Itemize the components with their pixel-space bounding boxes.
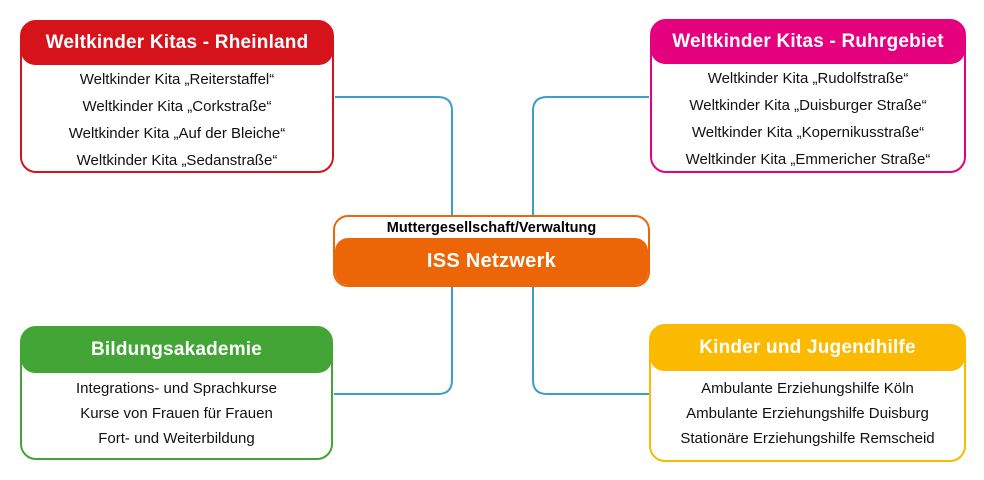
node-kinder-und-jugendhilfe: Kinder und Jugendhilfe Ambulante Erziehu… [649, 324, 966, 462]
list-item: Fort- und Weiterbildung [98, 429, 255, 447]
center-node-title: ISS Netzwerk [335, 238, 648, 285]
node-title: Bildungsakademie [21, 327, 332, 373]
list-item: Weltkinder Kita „Rudolfstraße“ [707, 70, 909, 87]
node-item-list: Weltkinder Kita „Reiterstaffel“ Weltkind… [22, 64, 332, 180]
node-item-list: Weltkinder Kita „Rudolfstraße“ Weltkinde… [652, 63, 964, 179]
connector-line [532, 286, 650, 395]
list-item: Weltkinder Kita „Duisburger Straße“ [689, 97, 927, 114]
list-item: Ambulante Erziehungshilfe Köln [701, 379, 914, 397]
node-title: Weltkinder Kitas - Ruhrgebiet [651, 20, 965, 64]
list-item: Weltkinder Kita „Auf der Bleiche“ [68, 125, 286, 142]
list-item: Stationäre Erziehungshilfe Remscheid [680, 429, 935, 447]
connector-line [532, 96, 649, 216]
node-bildungsakademie: Bildungsakademie Integrations- und Sprac… [20, 326, 333, 460]
node-item-list: Ambulante Erziehungshilfe Köln Ambulante… [651, 370, 964, 460]
node-weltkinder-kitas-rheinland: Weltkinder Kitas - Rheinland Weltkinder … [20, 20, 334, 173]
node-title: Kinder und Jugendhilfe [650, 325, 965, 371]
node-weltkinder-kitas-ruhrgebiet: Weltkinder Kitas - Ruhrgebiet Weltkinder… [650, 19, 966, 173]
list-item: Ambulante Erziehungshilfe Duisburg [686, 404, 929, 422]
node-item-list: Integrations- und Sprachkurse Kurse von … [22, 372, 331, 458]
list-item: Weltkinder Kita „Sedanstraße“ [76, 152, 278, 169]
list-item: Weltkinder Kita „Corkstraße“ [82, 98, 272, 115]
list-item: Weltkinder Kita „Kopernikusstraße“ [691, 124, 925, 141]
list-item: Weltkinder Kita „Reiterstaffel“ [79, 71, 275, 88]
list-item: Weltkinder Kita „Emmericher Straße“ [685, 151, 931, 168]
list-item: Kurse von Frauen für Frauen [80, 404, 273, 422]
node-title: Weltkinder Kitas - Rheinland [21, 21, 333, 65]
connector-line [335, 96, 453, 216]
center-node-subtitle: Muttergesellschaft/Verwaltung [386, 220, 597, 236]
list-item: Integrations- und Sprachkurse [76, 379, 277, 397]
connector-line [334, 286, 453, 395]
node-iss-netzwerk: Muttergesellschaft/Verwaltung ISS Netzwe… [333, 215, 650, 287]
